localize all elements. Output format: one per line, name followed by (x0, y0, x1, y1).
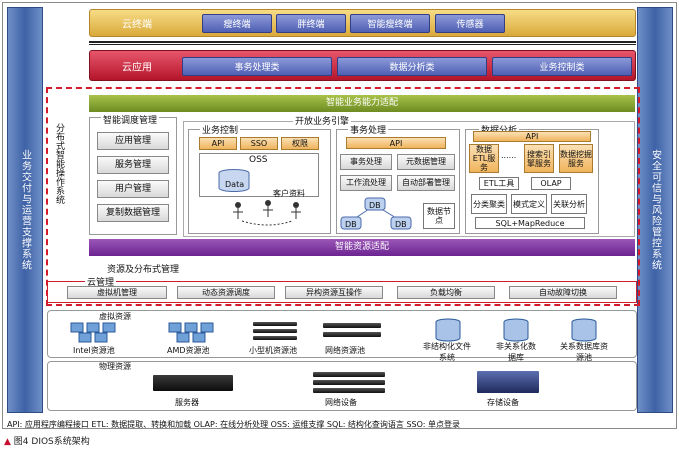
analytics-etl-tool: ETL工具 (479, 177, 519, 190)
sched-app-mgmt: 应用管理 (97, 132, 169, 150)
network-pool-rack-1 (323, 323, 381, 328)
biz-control-title: 业务控制 (200, 123, 241, 136)
smart-resource-adapt-bar: 智能资源适配 (89, 239, 635, 256)
txn-api: API (346, 137, 446, 149)
architecture-frame: 业务交付与运营支撑系统 安全可信与风险管控系统 云终端 瘦终端 胖终端 智能瘦终… (2, 2, 677, 429)
txn-metadata: 元数据管理 (397, 154, 455, 170)
distributed-os-label: 分布式智能操作系统 (54, 123, 64, 204)
cloud-mgmt-hetero: 异构资源互操作 (285, 286, 383, 299)
cloud-mgmt-balance: 负载均衡 (397, 286, 495, 299)
terminal-fat: 胖终端 (276, 14, 346, 33)
network-device-2 (313, 380, 385, 385)
txn-auto-deploy: 自动部署管理 (397, 175, 455, 191)
terminal-thin: 瘦终端 (202, 14, 272, 33)
physical-resource-layer (47, 361, 637, 411)
schedule-panel-title: 智能调度管理 (101, 113, 160, 126)
server-icon (153, 375, 233, 391)
app-transaction: 事务处理类 (182, 57, 332, 76)
left-side-label: 业务交付与运营支撑系统 (19, 149, 31, 271)
caption-marker: ▲ (4, 437, 11, 447)
analytics-classify: 分类聚类 (471, 194, 507, 214)
users-icon (233, 200, 301, 226)
cloud-mgmt-label: 云管理 (85, 275, 117, 288)
open-engine-title: 开放业务引擎 (293, 114, 352, 127)
data-node: 数据节点 (423, 203, 455, 229)
network-device-label: 网络设备 (325, 398, 357, 407)
terminal-sensor: 传感器 (435, 14, 505, 33)
right-side-bar: 安全可信与风险管控系统 (637, 7, 673, 413)
txn-title: 事务处理 (348, 123, 389, 136)
db-cluster-icon (340, 197, 412, 230)
distributed-os-region (46, 87, 640, 306)
analytics-search-service: 搜索引擎服务 (524, 144, 554, 173)
figure-caption: ▲ 图4 DIOS系统架构 (4, 434, 90, 447)
analytics-mining-service: 数据挖掘服务 (559, 144, 593, 173)
cloud-terminal-label: 云终端 (122, 19, 152, 31)
virtual-resource-label: 虚拟资源 (99, 312, 131, 321)
cloud-terminal-layer: 云终端 瘦终端 胖终端 智能瘦终端 传感器 (89, 9, 636, 37)
left-side-bar: 业务交付与运营支撑系统 (7, 7, 43, 413)
cloud-app-label: 云应用 (122, 62, 152, 73)
intel-pool-icon (70, 322, 116, 343)
analytics-sql-mapreduce: SQL+MapReduce (475, 217, 585, 229)
nosql-db-label: 非关系化数据库 (496, 342, 536, 362)
data-cylinder-icon (218, 169, 250, 192)
file-system-label: 非结构化文件系统 (423, 342, 471, 362)
amd-pool-label: AMD资源池 (167, 346, 210, 355)
server-label: 服务器 (175, 398, 199, 407)
sched-user-mgmt: 用户管理 (97, 180, 169, 198)
cloud-application-layer: 云应用 事务处理类 数据分析类 业务控制类 (89, 50, 636, 81)
oss-label: OSS (249, 155, 268, 165)
physical-resource-label: 物理资源 (99, 362, 131, 371)
minicomputer-rack-3 (253, 336, 297, 340)
abbreviation-legend: API: 应用程序编程接口 ETL: 数据提取、转换和加载 OLAP: 在线分析… (7, 420, 461, 429)
layer-divider (89, 41, 636, 45)
client-data-label: 客户资料 (273, 189, 305, 198)
txn-process: 事务处理 (340, 154, 392, 170)
sched-service-mgmt: 服务管理 (97, 156, 169, 174)
amd-pool-icon (168, 322, 214, 343)
network-pool-rack-2 (323, 332, 381, 337)
txn-workflow: 工作流处理 (340, 175, 392, 191)
cloud-mgmt-vm: 虚拟机管理 (67, 286, 167, 299)
minicomputer-rack-2 (253, 329, 297, 333)
analytics-assoc: 关联分析 (551, 194, 587, 214)
network-device-3 (313, 388, 385, 393)
biz-permission: 权限 (281, 137, 319, 150)
network-device-1 (313, 372, 385, 377)
storage-icon (477, 371, 539, 393)
biz-api: API (199, 137, 237, 150)
cloud-mgmt-dynamic: 动态资源调度 (177, 286, 275, 299)
smart-capability-adapt-bar: 智能业务能力适配 (89, 95, 635, 112)
minicomputer-pool-label: 小型机资源池 (249, 346, 297, 355)
analytics-ellipsis: ...... (501, 151, 517, 160)
caption-text: 图4 DIOS系统架构 (13, 437, 90, 447)
analytics-etl-service: 数据ETL服务 (469, 144, 499, 173)
rdb-pool-label: 关系数据库资源池 (560, 342, 608, 362)
file-system-icon (435, 318, 461, 342)
cloud-mgmt-failover: 自动故障切换 (509, 286, 617, 299)
app-analytics: 数据分析类 (337, 57, 487, 76)
storage-label: 存储设备 (487, 398, 519, 407)
intel-pool-label: Intel资源池 (73, 346, 115, 355)
app-control: 业务控制类 (492, 57, 632, 76)
analytics-pattern: 模式定义 (511, 194, 547, 214)
network-pool-label: 网络资源池 (325, 346, 365, 355)
txn-db-2: DB (345, 220, 357, 229)
virtual-resource-layer (47, 310, 637, 358)
biz-sso: SSO (240, 137, 278, 150)
txn-db-1: DB (369, 201, 381, 210)
resource-mgmt-label: 资源及分布式管理 (107, 265, 180, 275)
nosql-db-icon (503, 318, 529, 342)
analytics-api: API (473, 131, 591, 142)
rdb-pool-icon (571, 318, 597, 342)
txn-db-3: DB (395, 220, 407, 229)
data-label: Data (225, 180, 245, 189)
analytics-olap: OLAP (531, 177, 571, 190)
terminal-smart-thin: 智能瘦终端 (350, 14, 430, 33)
sched-replica-mgmt: 复制数据管理 (97, 204, 169, 222)
right-side-label: 安全可信与风险管控系统 (649, 149, 661, 271)
minicomputer-rack-1 (253, 322, 297, 326)
